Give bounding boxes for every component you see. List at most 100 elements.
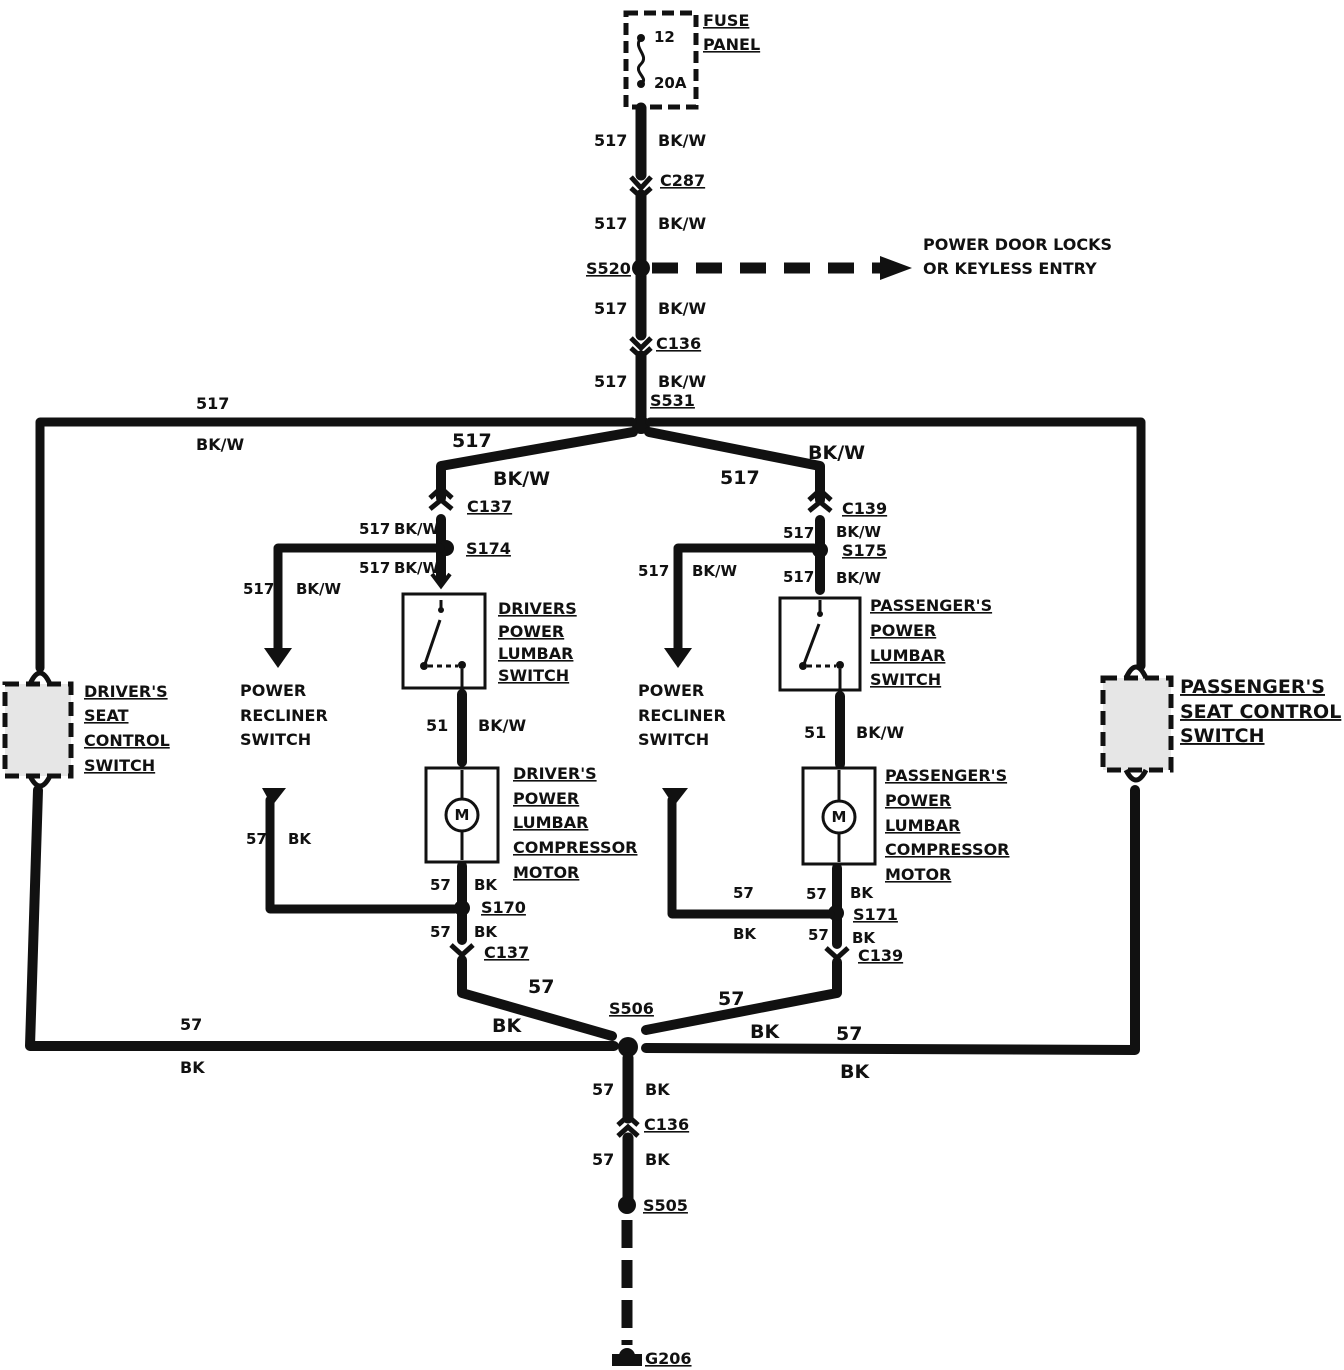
wire-label: 51 xyxy=(804,723,826,742)
ground-return-icon xyxy=(262,788,286,806)
passengers-motor-label-5: MOTOR xyxy=(885,865,951,884)
passengers-motor-label-2: POWER xyxy=(885,791,951,810)
connector-c139-lower-icon xyxy=(824,946,850,962)
splice-s506-label: S506 xyxy=(609,999,654,1018)
connector-c139-upper-icon xyxy=(807,486,833,502)
fuse-number: 12 xyxy=(654,28,675,46)
drivers-seat-control-switch: DRIVER'S SEAT CONTROL SWITCH xyxy=(2,670,170,789)
motor-symbol: M xyxy=(832,808,847,826)
connector-c136-label: C136 xyxy=(656,334,701,353)
wire-label: 517 xyxy=(452,430,492,452)
passengers-seat-control-switch: PASSENGER'S SEAT CONTROL SWITCH xyxy=(1100,664,1341,783)
wire-label: 57 xyxy=(430,923,451,941)
wire-color-label: BK/W xyxy=(808,442,865,464)
switch-icon xyxy=(799,600,844,690)
splice-s171-label: S171 xyxy=(853,905,898,924)
wire-color-label: BK xyxy=(852,929,876,947)
drivers-seat-switch-label-3: CONTROL xyxy=(84,731,170,750)
passengers-seat-switch-label-3: SWITCH xyxy=(1180,725,1265,747)
wire-label: 517 xyxy=(638,562,669,580)
recliner-switch-label-2: RECLINER xyxy=(240,706,328,725)
wire-color-label: BK xyxy=(850,884,874,902)
branch-label-1: POWER DOOR LOCKS xyxy=(923,235,1112,254)
wire-label: 57 xyxy=(528,976,554,998)
arrow-right-icon xyxy=(880,256,912,280)
wire-label: 517 xyxy=(243,580,274,598)
connector-c136-upper-icon xyxy=(629,336,653,352)
splice-s520 xyxy=(632,259,650,277)
wire-color-label: BK/W xyxy=(856,723,904,742)
passengers-motor-label-3: LUMBAR xyxy=(885,816,960,835)
switch-icon xyxy=(420,600,466,688)
passengers-lumbar-switch-label-2: POWER xyxy=(870,621,936,640)
wire-label: 517 xyxy=(594,214,627,233)
wire-label: 57 xyxy=(836,1023,862,1045)
passengers-lumbar-switch-label-4: SWITCH xyxy=(870,670,941,689)
splice-s506 xyxy=(618,1037,638,1057)
wire-label: 57 xyxy=(430,876,451,894)
wire-label: 517 xyxy=(594,131,627,150)
ground-lead-wire: 57 BK C136 57 BK S505 G206 xyxy=(592,1052,692,1368)
wire-label: 517 xyxy=(594,372,627,391)
wire-label: 57 xyxy=(718,988,744,1010)
splice-s505 xyxy=(618,1196,636,1214)
wire-label: 57 xyxy=(592,1150,614,1169)
connector-c136-lower-label: C136 xyxy=(644,1115,689,1134)
wire-color-label: BK/W xyxy=(493,468,550,490)
fuse-panel-label-2: PANEL xyxy=(703,35,760,54)
connector-c136-lower-icon xyxy=(616,1112,640,1127)
drivers-seat-switch-label-4: SWITCH xyxy=(84,756,155,775)
recliner-switch-label-1: POWER xyxy=(240,681,306,700)
connector-c287-label: C287 xyxy=(660,171,705,190)
wire-label: 57 xyxy=(806,885,827,903)
connector-c137-lower-label: C137 xyxy=(484,943,529,962)
arrow-down-icon xyxy=(264,648,292,668)
motor-symbol: M xyxy=(455,806,470,824)
wire-label: 517 xyxy=(359,559,390,577)
wire-color-label: BK/W xyxy=(196,435,244,454)
wire-color-label: BK/W xyxy=(394,559,440,577)
passengers-seat-switch-label-1: PASSENGER'S xyxy=(1180,676,1325,698)
passengers-motor-label-1: PASSENGER'S xyxy=(885,766,1007,785)
wire-color-label: BK xyxy=(733,925,757,943)
ground-bus-wire: S506 57 BK 57 BK xyxy=(25,785,1140,1083)
wire-color-label: BK/W xyxy=(478,716,526,735)
branch-power-door-locks: POWER DOOR LOCKS OR KEYLESS ENTRY xyxy=(652,235,1112,280)
wire-color-label: BK xyxy=(288,830,312,848)
wire-color-label: BK xyxy=(474,876,498,894)
feed-wire: 517 BK/W C287 517 BK/W S520 517 BK/W C13… xyxy=(586,102,706,434)
drivers-seat-switch-label-2: SEAT xyxy=(84,706,129,725)
drivers-motor-label-1: DRIVER'S xyxy=(513,764,597,783)
splice-s505-label: S505 xyxy=(643,1196,688,1215)
drivers-lumbar-switch-label-2: POWER xyxy=(498,622,564,641)
top-bus-wire: 517 BK/W xyxy=(35,394,1146,673)
wire-label: 517 xyxy=(783,524,814,542)
wire-label: 517 xyxy=(783,568,814,586)
ground-return-icon xyxy=(662,788,688,806)
wire-color-label: BK xyxy=(492,1015,522,1037)
wire-label: 57 xyxy=(592,1080,614,1099)
wire-color-label: BK xyxy=(750,1021,780,1043)
drivers-motor-label-3: LUMBAR xyxy=(513,813,588,832)
drivers-lumbar-switch-label-4: SWITCH xyxy=(498,666,569,685)
connector-c137-lower-icon xyxy=(449,943,475,959)
wire-label: 51 xyxy=(426,716,448,735)
drivers-lumbar-switch-label-1: DRIVERS xyxy=(498,599,577,618)
splice-s531-label: S531 xyxy=(650,391,695,410)
motor-icon xyxy=(821,799,857,835)
splice-s175-label: S175 xyxy=(842,541,887,560)
wire-label: 517 xyxy=(720,467,760,489)
wire-color-label: BK xyxy=(645,1080,670,1099)
wire-color-label: BK xyxy=(840,1061,870,1083)
splice-s170-label: S170 xyxy=(481,898,526,917)
passenger-lumbar-branch: BK/W 517 C139 517 BK/W S175 517 BK/W 517… xyxy=(638,427,1010,1043)
connector-c137-label: C137 xyxy=(467,497,512,516)
wire-label: 57 xyxy=(808,926,829,944)
recliner-switch-label-2: RECLINER xyxy=(638,706,726,725)
driver-lumbar-branch: 517 BK/W C137 517 BK/W S174 517 BK/W 517… xyxy=(240,427,638,1041)
connector-c139-label: C139 xyxy=(842,499,887,518)
wire-color-label: BK/W xyxy=(692,562,738,580)
drivers-motor-label-5: MOTOR xyxy=(513,863,579,882)
arrow-down-icon xyxy=(664,648,692,668)
